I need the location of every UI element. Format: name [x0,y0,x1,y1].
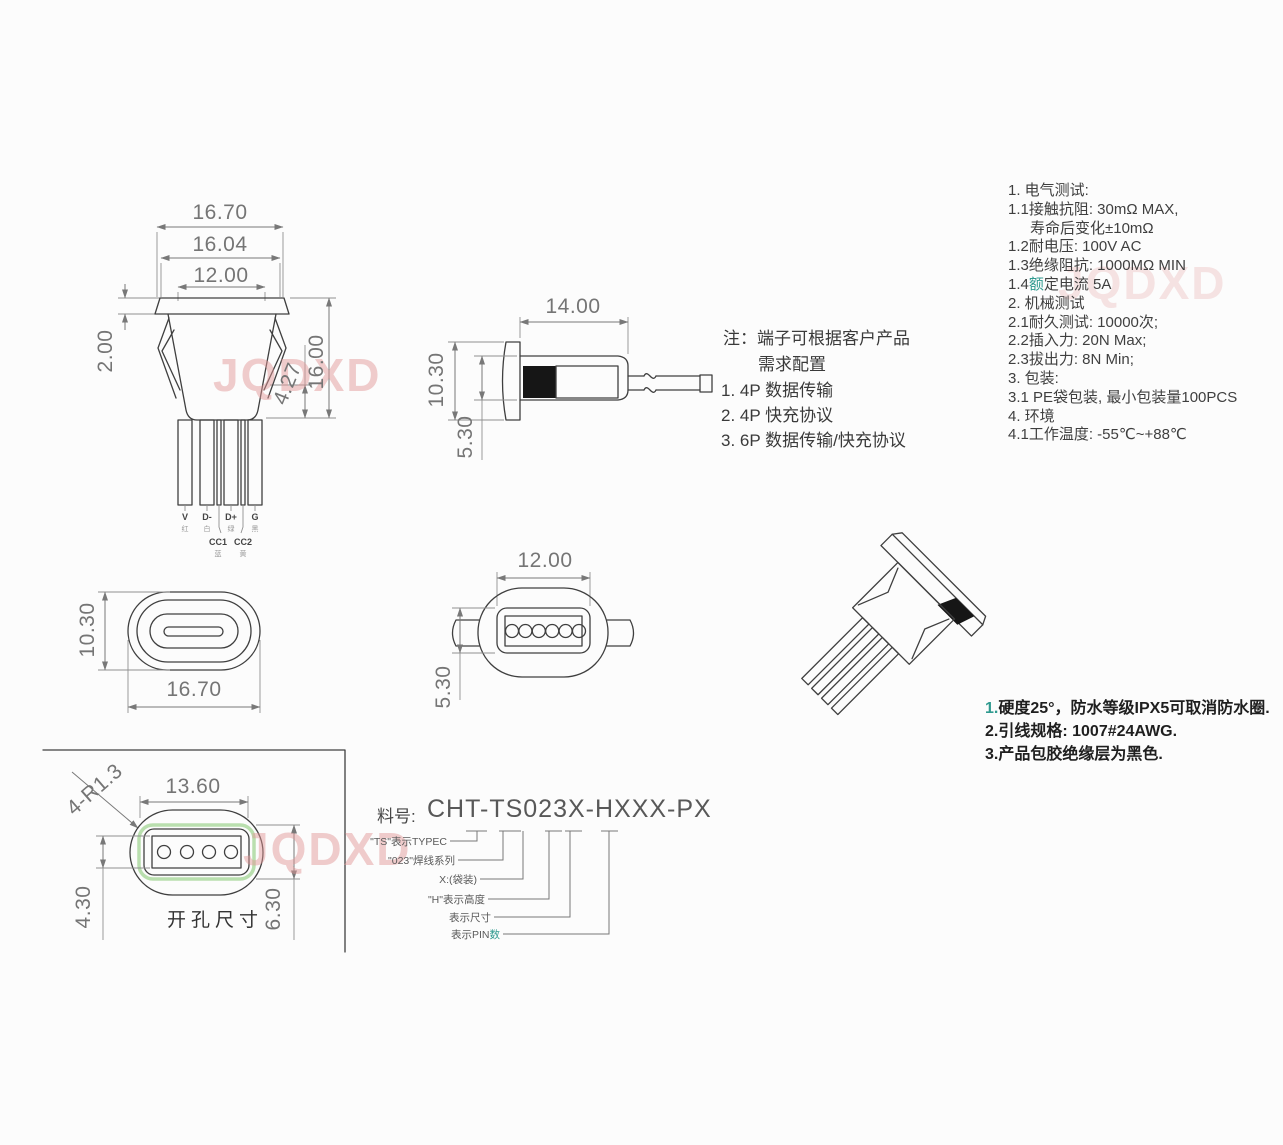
pin-label-d-minus: D- [202,512,212,522]
part-number-callout-ts: "TS"表示TYPEC [370,836,447,848]
isometric-view-drawing [801,532,987,716]
spec-line: 1.1接触抗阻: 30mΩ MAX, [1008,200,1179,218]
side-view-drawing [448,317,713,460]
pin-color-d-plus: 绿 [227,526,235,533]
part-number-callout-x: X:(袋装) [439,874,477,886]
spec-line: 2.3拔出力: 8N Min; [1008,351,1134,369]
rear-view-drawing [98,591,261,713]
part-number-callout-lines [450,830,618,935]
part-number-callout-size: 表示尺寸 [449,912,491,924]
watermark: JQDXD [243,823,412,875]
part-number-callout-h: "H"表示高度 [427,894,485,906]
pin-color-g: 黑 [251,526,259,533]
front-width-mid-dim-label: 16.04 [192,233,248,256]
spec-line: 4. 环境 [1008,407,1055,425]
footnote-line: 3.产品包胶绝缘层为黑色. [985,746,1163,763]
part-number-callout-pin: 表示PIN数 [450,929,500,941]
watermark: JQDXD [1058,257,1227,309]
cutout-view-drawing [42,749,346,953]
config-note-title-line2: 需求配置 [758,355,826,374]
cutout-caption: 开孔尺寸 [167,910,264,931]
pin-label-g: G [251,512,259,522]
front-flange-thickness-dim-label: 2.00 [94,329,117,373]
cutout-inner-height-dim-label: 4.30 [72,885,95,929]
config-note-item-2: 2. 4P 快充协议 [721,406,834,425]
pin-color-v: 红 [181,526,189,533]
cutout-outer-height-dim-label: 6.30 [262,887,285,931]
rear-height-dim-label: 10.30 [76,602,99,658]
pin-label-v: V [181,512,188,522]
spec-line: 1. 电气测试: [1008,182,1089,199]
pin-label-cc1: CC1 [208,537,227,547]
bottom-view-drawing [451,572,635,700]
spec-line: 3. 包装: [1008,369,1059,387]
pin-label-d-plus: D+ [225,512,237,522]
part-number-code: CHT-TS023X-HXXX-PX [427,795,712,823]
front-view-drawing [118,224,336,534]
part-number-label: 料号: [377,807,416,826]
spec-line: 2. 机械测试 [1008,294,1085,312]
pin-color-d-minus: 白 [203,526,211,533]
cutout-width-dim-label: 13.60 [165,775,221,798]
footnote-line: 2.引线规格: 1007#24AWG. [985,723,1178,740]
watermark: JQDXD [213,349,382,401]
pin-label-cc2: CC2 [233,537,252,547]
footnote-line: 1.硬度25°，防水等级IPX5可取消防水圈. [985,700,1270,717]
spec-line: 寿命后变化±10mΩ [1030,219,1154,237]
spec-line: 2.2插入力: 20N Max; [1008,332,1147,350]
spec-line: 2.1耐久测试: 10000次; [1008,313,1159,331]
bottom-width-dim-label: 12.00 [517,549,573,572]
front-height-dim-label: 16.00 [305,334,328,390]
pin-color-cc2: 黄 [239,551,247,558]
bottom-height-dim-label: 5.30 [432,665,455,709]
spec-line: 1.2耐电压: 100V AC [1008,238,1142,256]
spec-list: 1. 电气测试: 1.1接触抗阻: 30mΩ MAX, 寿命后变化±10mΩ 1… [1008,182,1237,445]
config-note-item-3: 3. 6P 数据传输/快充协议 [721,431,906,450]
pin-color-cc1: 蓝 [214,551,222,558]
spec-line: 3.1 PE袋包装, 最小包装量100PCS [1008,388,1238,406]
spec-line: 4.1工作温度: -55℃~+88℃ [1008,426,1187,444]
config-note-title-line1: 注：端子可根据客户产品 [723,329,910,348]
side-length-dim-label: 14.00 [545,295,601,318]
config-note-item-1: 1. 4P 数据传输 [721,381,834,400]
side-flange-height-dim-label: 10.30 [425,352,448,408]
part-number-callout-023: "023"焊线系列 [388,855,455,867]
spec-line: 1.4额定电流 5A [1008,275,1112,293]
front-width-inner-dim-label: 12.00 [193,264,249,287]
side-body-height-dim-label: 5.30 [454,415,477,459]
footnote-list: 1.硬度25°，防水等级IPX5可取消防水圈. 2.引线规格: 1007#24A… [985,697,1270,766]
spec-line: 1.3绝缘阻抗: 1000MΩ MIN [1008,257,1186,275]
front-width-outer-dim-label: 16.70 [192,201,248,224]
rear-width-dim-label: 16.70 [166,678,222,701]
